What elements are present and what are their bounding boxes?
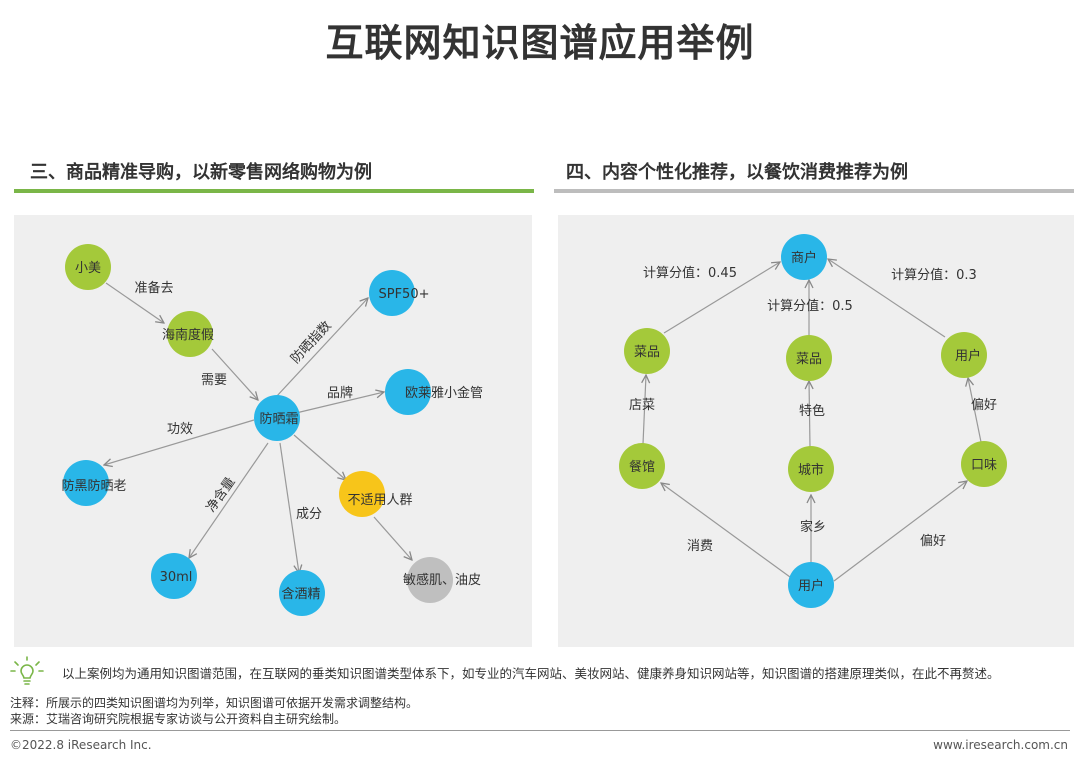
edge-fangshai-bushiyong xyxy=(293,434,346,480)
node-spf: SPF50+ xyxy=(369,270,430,316)
edge-yonghu-canguan xyxy=(661,483,791,578)
node-caipin1: 菜品 xyxy=(624,328,670,374)
node-label: 城市 xyxy=(798,462,824,478)
node-ouleya: 欧莱雅小金管 xyxy=(385,369,483,415)
edge-label-zhunbeiqu: 准备去 xyxy=(134,280,173,296)
edge-label-pianhao-top: 偏好 xyxy=(971,398,997,413)
node-jiujing: 含酒精 xyxy=(279,570,325,616)
source-line: 来源：艾瑞咨询研究院根据专家访谈与公开资料自主研究绘制。 xyxy=(10,712,347,726)
node-fanghei: 防黑防晒老 xyxy=(61,460,127,506)
right-section-heading: 四、内容个性化推荐，以餐饮消费推荐为例 xyxy=(566,162,908,183)
node-yonghu-top: 用户 xyxy=(941,332,987,378)
note-row: 以上案例均为通用知识图谱范围，在互联网的垂类知识图谱类型体系下，如专业的汽车网站… xyxy=(10,656,1070,686)
node-label: 不适用人群 xyxy=(347,493,412,508)
node-label: 欧莱雅小金管 xyxy=(405,385,483,401)
left-section-underline xyxy=(14,189,534,193)
edge-label-tese: 特色 xyxy=(799,403,825,419)
edge-label-chengfen: 成分 xyxy=(296,507,322,522)
restaurant-knowledge-graph: 计算分值：0.45 计算分值：0.5 计算分值：0.3 店菜 特色 偏好 消费 … xyxy=(619,234,1007,608)
footnote: 注释：所展示的四类知识图谱均为列举，知识图谱可依据开发需求调整结构。 xyxy=(10,696,419,710)
node-label: 菜品 xyxy=(796,352,822,367)
page-title: 互联网知识图谱应用举例 xyxy=(325,21,755,65)
node-label: 防晒霜 xyxy=(259,411,298,427)
edge-label-xuyao: 需要 xyxy=(201,373,227,388)
node-canguan: 餐馆 xyxy=(619,443,665,489)
node-label: 菜品 xyxy=(634,345,660,360)
edge-bushiyong-mingan xyxy=(373,516,412,560)
node-label: 30ml xyxy=(160,570,193,585)
node-kouwei: 口味 xyxy=(961,441,1007,487)
edge-yonghu-shanghu xyxy=(828,259,946,338)
node-bushiyong: 不适用人群 xyxy=(339,471,413,517)
left-section-heading: 三、商品精准导购，以新零售网络购物为例 xyxy=(30,162,372,183)
edge-label-score-05: 计算分值：0.5 xyxy=(767,298,853,314)
edge-fangshai-30ml xyxy=(189,442,269,558)
lightbulb-icon xyxy=(10,656,44,685)
copyright: ©2022.8 iResearch Inc. xyxy=(10,738,152,752)
node-label: 口味 xyxy=(971,458,997,473)
node-hainan: 海南度假 xyxy=(162,311,214,357)
edge-label-pianhao-bottom: 偏好 xyxy=(920,534,946,549)
footer-divider xyxy=(10,730,1070,731)
node-label: 敏感肌、油皮 xyxy=(403,572,481,588)
edge-label-score-03: 计算分值：0.3 xyxy=(891,267,977,283)
node-30ml: 30ml xyxy=(151,553,197,599)
node-label: 商户 xyxy=(791,250,817,266)
node-label: 含酒精 xyxy=(281,586,320,602)
node-label: 用户 xyxy=(955,348,981,364)
node-label: 用户 xyxy=(798,578,824,594)
node-label: 餐馆 xyxy=(629,459,655,475)
edge-yonghu-kouwei xyxy=(833,481,967,582)
edge-label-xiaofei: 消费 xyxy=(687,539,713,554)
node-label: 海南度假 xyxy=(162,327,214,343)
edge-label-jiaxiang: 家乡 xyxy=(800,519,826,535)
node-xiaomei: 小美 xyxy=(65,244,111,290)
node-label: SPF50+ xyxy=(378,287,429,302)
node-label: 小美 xyxy=(75,261,101,276)
website-link[interactable]: www.iresearch.com.cn xyxy=(933,738,1068,752)
edge-label-gongxiao: 功效 xyxy=(167,422,193,437)
edge-canguan-caipin1 xyxy=(643,375,646,445)
edge-chengshi-caipin2 xyxy=(809,381,810,448)
shopping-graph-panel: 准备去 需要 防晒指数 品牌 功效 净含量 成分 小美 海南度假 防晒霜 SPF… xyxy=(14,215,532,647)
node-caipin2: 菜品 xyxy=(786,335,832,381)
node-label: 防黑防晒老 xyxy=(61,478,126,494)
node-yonghu-bottom: 用户 xyxy=(788,562,834,608)
edge-kouwei-yonghu xyxy=(968,378,982,443)
node-mingan: 敏感肌、油皮 xyxy=(403,557,481,603)
node-fangshai: 防晒霜 xyxy=(254,395,300,441)
edge-label-score-045: 计算分值：0.45 xyxy=(643,265,737,281)
node-shanghu: 商户 xyxy=(781,234,827,280)
edge-label-pinpai: 品牌 xyxy=(327,385,353,401)
edge-label-diancai: 店菜 xyxy=(629,398,655,413)
edge-hainan-fangshai xyxy=(211,348,258,400)
restaurant-graph-panel: 计算分值：0.45 计算分值：0.5 计算分值：0.3 店菜 特色 偏好 消费 … xyxy=(558,215,1074,647)
node-chengshi: 城市 xyxy=(788,446,834,492)
edge-fangshai-spf xyxy=(275,298,368,398)
edge-xiaomei-hainan xyxy=(105,282,164,323)
edge-fangshai-ouleya xyxy=(295,392,384,414)
edge-fangshai-jiujing xyxy=(279,442,299,573)
right-section-underline xyxy=(554,189,1074,193)
edge-caipin1-shanghu xyxy=(663,262,780,334)
note-text: 以上案例均为通用知识图谱范围，在互联网的垂类知识图谱类型体系下，如专业的汽车网站… xyxy=(62,666,1000,681)
shopping-knowledge-graph: 准备去 需要 防晒指数 品牌 功效 净含量 成分 小美 海南度假 防晒霜 SPF… xyxy=(61,244,483,616)
edge-fangshai-fanghei xyxy=(104,419,255,465)
